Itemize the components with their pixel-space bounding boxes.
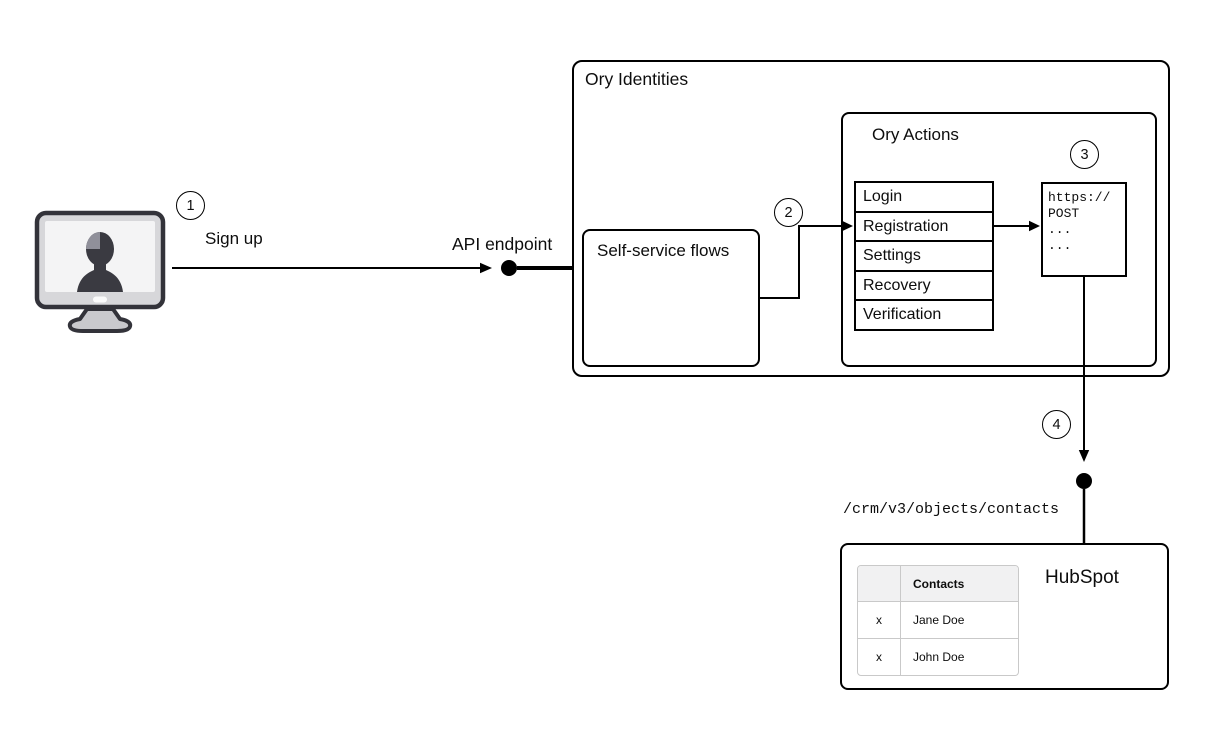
ory-actions-box: Ory Actions bbox=[841, 112, 1157, 367]
flow-type-list: Login Registration Settings Recovery Ver… bbox=[854, 181, 994, 331]
flow-row-recovery: Recovery bbox=[856, 271, 992, 301]
step-number: 1 bbox=[186, 197, 195, 214]
hubspot-endpoint-dot bbox=[1076, 473, 1092, 489]
step-number: 3 bbox=[1080, 146, 1089, 163]
step-badge-1: 1 bbox=[176, 191, 205, 220]
step-badge-2: 2 bbox=[774, 198, 803, 227]
contact-action-cell: x bbox=[858, 639, 901, 675]
self-service-flows-box: Self-service flows bbox=[582, 229, 760, 367]
code-line: https:// bbox=[1048, 190, 1111, 205]
hubspot-title: HubSpot bbox=[1045, 567, 1119, 588]
api-endpoint-label: API endpoint bbox=[452, 234, 553, 254]
flow-row-login: Login bbox=[856, 183, 992, 213]
api-endpoint-dot bbox=[501, 260, 517, 276]
crm-endpoint-path-label: /crm/v3/objects/contacts bbox=[843, 501, 1060, 518]
sign-up-label: Sign up bbox=[205, 229, 263, 248]
step-number: 4 bbox=[1052, 416, 1061, 433]
webhook-request-box: https:// POST ... ... bbox=[1041, 182, 1127, 277]
ory-identities-box bbox=[572, 60, 1170, 377]
contacts-table-header-row: Contacts bbox=[858, 566, 1018, 601]
hubspot-box: HubSpot Contacts x Jane Doe x John Doe bbox=[840, 543, 1169, 690]
flow-row-verification: Verification bbox=[856, 301, 992, 329]
step-badge-4: 4 bbox=[1042, 410, 1071, 439]
flow-row-registration: Registration bbox=[856, 212, 992, 242]
contacts-table-header-action-cell bbox=[858, 566, 901, 601]
code-line: ... bbox=[1048, 238, 1072, 253]
user-computer-icon bbox=[34, 210, 166, 333]
contacts-table-header-label: Contacts bbox=[913, 576, 965, 591]
contact-name-cell: Jane Doe bbox=[913, 613, 965, 627]
user-silhouette-highlight bbox=[86, 232, 100, 249]
user-silhouette-shoulders bbox=[77, 264, 123, 292]
ory-actions-title: Ory Actions bbox=[872, 125, 959, 144]
step-number: 2 bbox=[784, 204, 793, 221]
self-service-flows-title: Self-service flows bbox=[597, 241, 730, 260]
flow-row-settings: Settings bbox=[856, 242, 992, 272]
monitor-button bbox=[93, 296, 107, 303]
contacts-table: Contacts x Jane Doe x John Doe bbox=[857, 565, 1019, 676]
code-line: POST bbox=[1048, 206, 1080, 221]
contacts-table-row: x Jane Doe bbox=[858, 601, 1018, 638]
contacts-table-row: x John Doe bbox=[858, 638, 1018, 675]
code-line: ... bbox=[1048, 222, 1072, 237]
contact-name-cell: John Doe bbox=[913, 650, 965, 664]
step-badge-3: 3 bbox=[1070, 140, 1099, 169]
contact-action-cell: x bbox=[858, 602, 901, 638]
ory-identities-title: Ory Identities bbox=[585, 69, 689, 89]
